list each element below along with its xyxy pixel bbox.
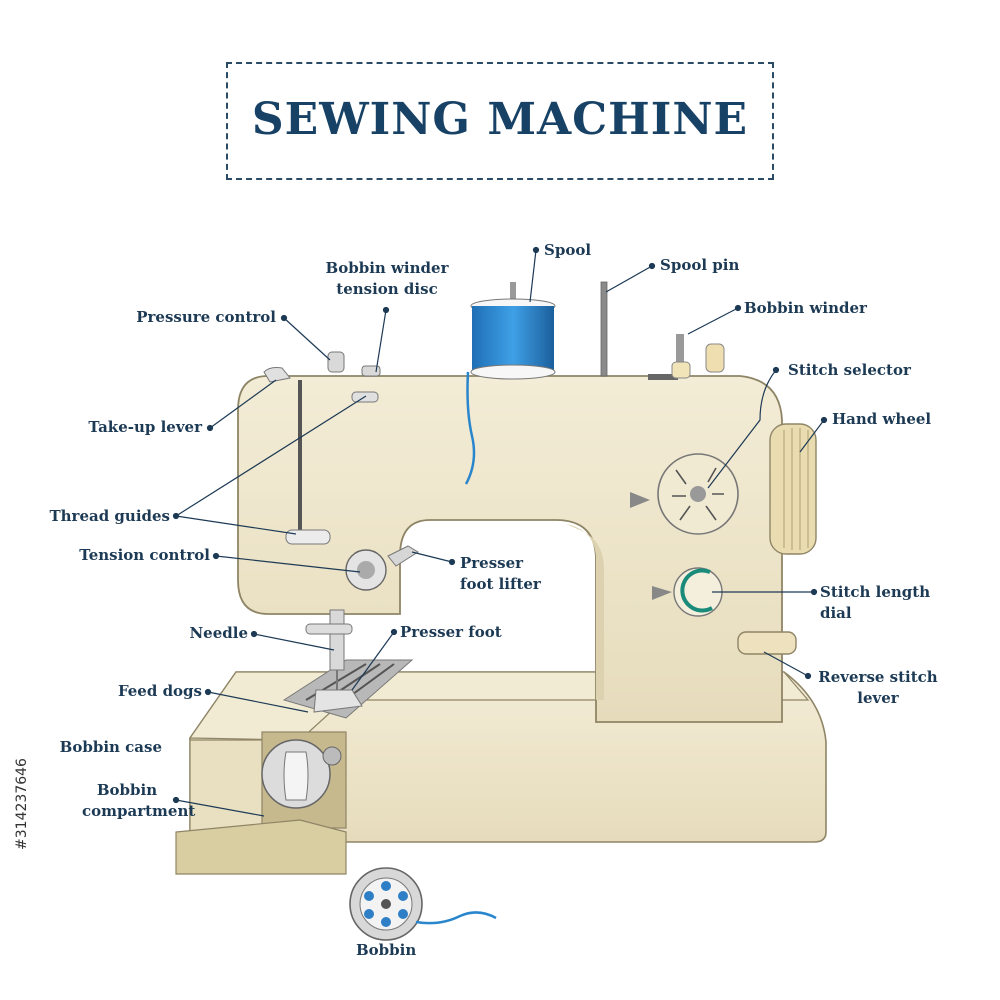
- machine-body: [237, 375, 783, 723]
- label-line: foot lifter: [460, 575, 541, 593]
- leader-lines: [172, 246, 828, 817]
- label-spool: Spool: [544, 241, 592, 259]
- label-bobbin-case: Bobbin case: [59, 738, 162, 756]
- label-take-up-lever: Take-up lever: [88, 418, 202, 436]
- label-bobbin-compartment: Bobbin compartment: [82, 780, 196, 822]
- label-line: compartment: [82, 802, 196, 820]
- label-line: Reverse stitch: [818, 668, 938, 686]
- label-line: Bobbin: [96, 781, 158, 799]
- page-title: SEWING MACHINE: [251, 94, 749, 145]
- label-presser-foot-lifter: Presser foot lifter: [460, 553, 541, 595]
- label-pressure-control: Pressure control: [136, 308, 276, 326]
- label-bobbin-winder: Bobbin winder: [744, 299, 867, 317]
- label-stitch-length-dial: Stitch length dial: [820, 582, 930, 624]
- stitch-length-dial-art: [652, 567, 723, 617]
- side-id-value: #314237646: [14, 758, 30, 850]
- label-bobbin-winder-tension-disc: Bobbin winder tension disc: [322, 258, 452, 300]
- side-id-text: #314237646: [10, 744, 34, 864]
- pressure-control-art: [327, 351, 381, 377]
- reverse-stitch-lever-art: [737, 631, 797, 655]
- label-line: Presser: [460, 554, 524, 572]
- label-hand-wheel: Hand wheel: [832, 410, 932, 428]
- bobbin-compartment-art: [175, 731, 347, 875]
- spool-art: [464, 282, 556, 485]
- label-bobbin: Bobbin: [356, 941, 417, 959]
- label-needle: Needle: [189, 624, 248, 642]
- label-tension-control: Tension control: [79, 546, 210, 564]
- spool-pin-art: [600, 281, 608, 377]
- label-stitch-selector: Stitch selector: [788, 361, 911, 379]
- tension-control-art: [345, 545, 419, 591]
- label-line: tension disc: [336, 280, 438, 298]
- label-spool-pin: Spool pin: [660, 256, 740, 274]
- label-presser-foot: Presser foot: [400, 623, 502, 641]
- label-line: Stitch length: [820, 583, 931, 601]
- label-thread-guides: Thread guides: [49, 507, 170, 525]
- bobbin-winder-art: [648, 334, 725, 380]
- label-line: dial: [820, 604, 852, 622]
- title-frame: SEWING MACHINE: [226, 62, 774, 180]
- label-line: lever: [857, 689, 899, 707]
- label-line: Bobbin winder: [325, 259, 449, 277]
- bobbin-art: [349, 867, 497, 941]
- needle-art: [305, 609, 363, 713]
- hand-wheel-art: [769, 423, 817, 555]
- label-feed-dogs: Feed dogs: [117, 682, 202, 700]
- take-up-lever-art: [263, 367, 379, 545]
- label-reverse-stitch-lever: Reverse stitch lever: [818, 667, 938, 709]
